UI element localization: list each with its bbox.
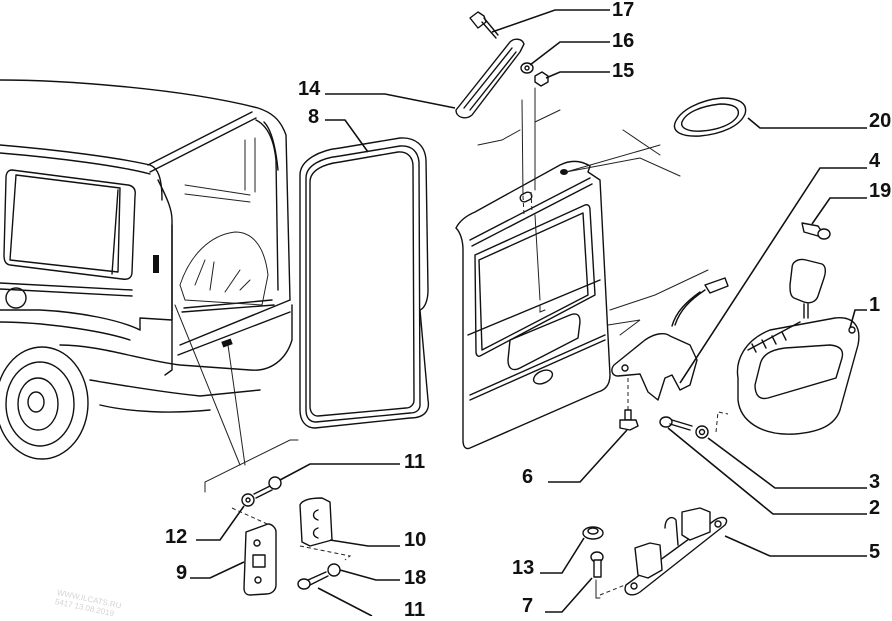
callout-4: 4: [869, 150, 881, 172]
callout-16: 16: [612, 30, 635, 52]
hinge-strap-assembly: [455, 11, 549, 119]
lock-part: [607, 269, 729, 410]
callout-19: 19: [869, 180, 892, 202]
callout-3: 3: [869, 471, 881, 493]
callout-7: 7: [522, 595, 534, 617]
callout-10: 10: [404, 529, 427, 551]
callout-5: 5: [869, 541, 881, 563]
callout-1: 1: [869, 294, 881, 316]
callout-14: 14: [298, 78, 321, 100]
tailgate-panel: [455, 87, 681, 450]
callout-11-upper: 11: [404, 451, 426, 473]
callout-8: 8: [308, 106, 320, 128]
van-body-illustration: [0, 79, 299, 493]
outside-handle-part: [736, 258, 860, 435]
striker-plate-part: [599, 507, 728, 596]
callout-6: 6: [522, 466, 534, 488]
striker-bumper-assembly: [231, 476, 352, 596]
callout-leaders: [190, 9, 867, 616]
clip-13-bolt-7-parts: [582, 526, 604, 599]
bolt-6-part: [619, 409, 639, 431]
grommet-part: [673, 97, 747, 137]
callout-18: 18: [404, 567, 427, 589]
callout-17: 17: [612, 0, 635, 21]
callout-20: 20: [869, 110, 892, 132]
callout-9: 9: [176, 562, 188, 584]
callout-12: 12: [165, 526, 188, 548]
callout-2: 2: [869, 497, 881, 519]
callout-13: 13: [512, 557, 535, 579]
screw-19-part: [801, 222, 831, 240]
callout-15: 15: [612, 60, 635, 82]
screw-2-washer-3-parts: [659, 411, 729, 439]
callout-11-lower: 11: [404, 599, 426, 621]
door-seal-part: [299, 137, 430, 429]
